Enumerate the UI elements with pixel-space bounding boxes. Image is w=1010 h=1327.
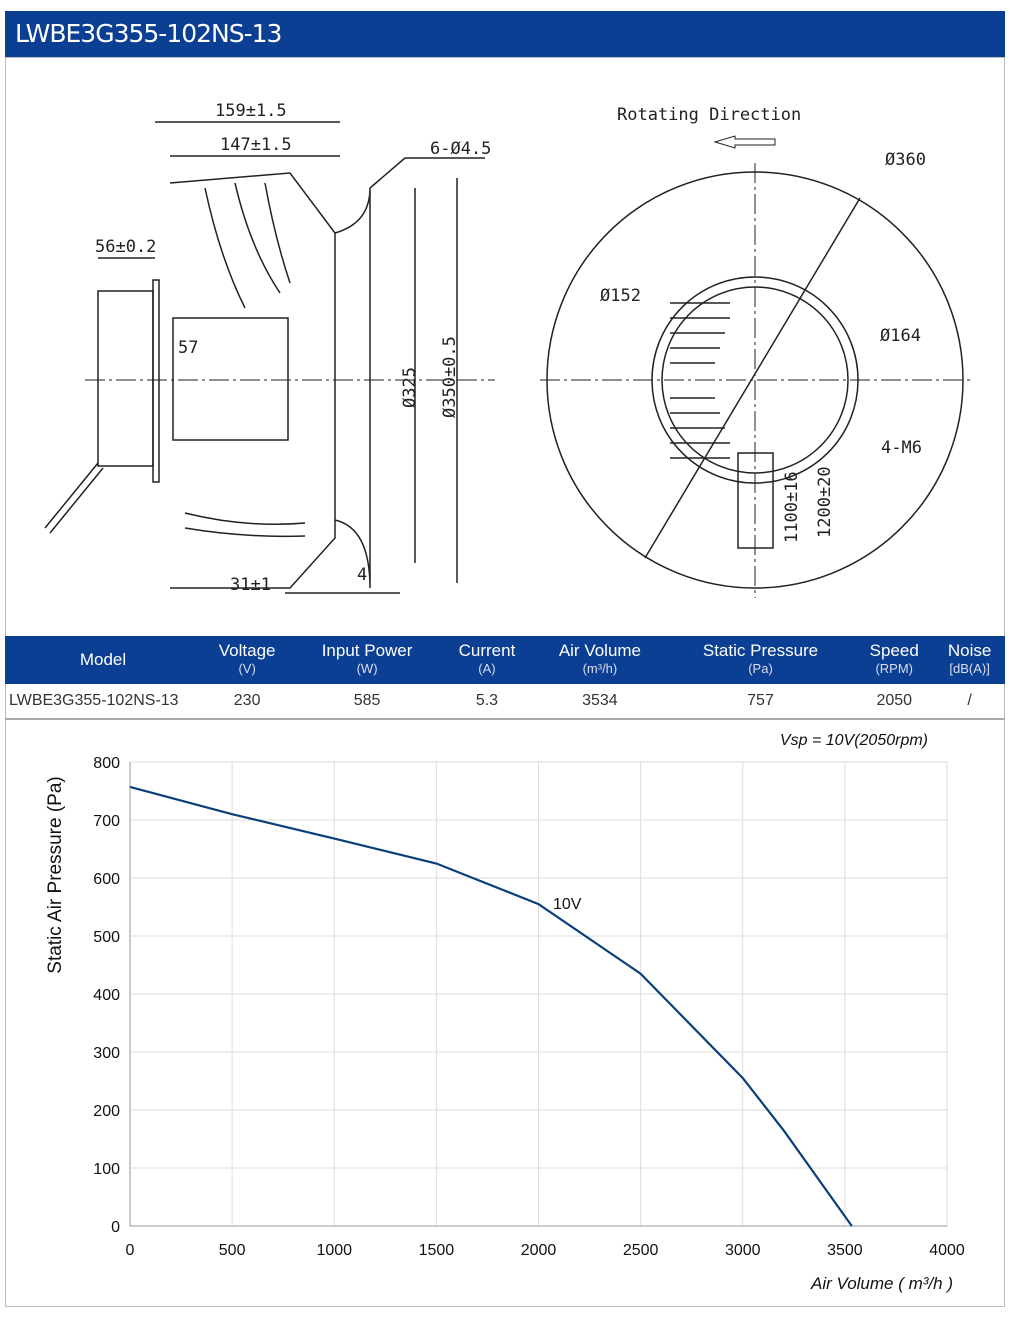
header-air-volume: Air Volume(m³/h): [533, 636, 667, 684]
dim-1100: 1100±16: [782, 471, 802, 543]
y-tick-label: 100: [93, 1161, 120, 1178]
y-tick-label: 400: [93, 987, 120, 1004]
page-title: LWBE3G355-102NS-13: [5, 11, 1005, 57]
performance-chart: 0 500 1000 1500 2000 2500 3000 3500 4000 0 100 200 3…: [45, 732, 965, 1293]
series-label-10v: 10V: [553, 896, 582, 913]
y-tick-label: 600: [93, 871, 120, 888]
y-tick-label: 200: [93, 1103, 120, 1120]
table-row: LWBE3G355-102NS-13 230 585 5.3 3534 757 …: [5, 684, 1005, 720]
cell-voltage: 230: [201, 684, 294, 720]
dim-325: Ø325: [400, 367, 420, 408]
x-tick-label: 3500: [827, 1242, 863, 1259]
header-speed: Speed(RPM): [854, 636, 935, 684]
y-tick-label: 300: [93, 1045, 120, 1062]
dim-159: 159±1.5: [215, 101, 287, 121]
table-header-row: Model Voltage(V) Input Power(W) Current(…: [5, 636, 1005, 684]
dim-56: 56±0.2: [95, 237, 156, 257]
dim-4: 4: [357, 565, 367, 585]
x-tick-label: 2500: [623, 1242, 659, 1259]
dim-31: 31±1: [230, 575, 271, 595]
spec-table: Model Voltage(V) Input Power(W) Current(…: [5, 636, 1005, 720]
chart-title: Vsp = 10V(2050rpm): [780, 732, 928, 749]
front-view: [540, 163, 970, 598]
header-noise: Noise[dB(A)]: [934, 636, 1005, 684]
cell-speed: 2050: [854, 684, 935, 720]
side-view: [44, 121, 495, 594]
x-tick-label: 4000: [929, 1242, 965, 1259]
dim-4-m6: 4-M6: [881, 438, 922, 458]
dim-360: Ø360: [885, 150, 926, 170]
dim-147: 147±1.5: [220, 135, 292, 155]
chart-grid: [129, 761, 948, 1227]
header-current: Current(A): [440, 636, 534, 684]
header-model: Model: [5, 636, 201, 684]
cell-noise: /: [934, 684, 1005, 720]
y-tick-label: 700: [93, 813, 120, 830]
cell-air-volume: 3534: [533, 684, 667, 720]
y-tick-label: 0: [111, 1219, 120, 1236]
cell-input-power: 585: [293, 684, 441, 720]
x-tick-label: 3000: [725, 1242, 761, 1259]
series-line-10v: [129, 785, 853, 1227]
technical-drawing: 159±1.5 147±1.5 6-Ø4.5 56±0.2 57 Ø325 Ø3…: [44, 101, 970, 598]
dim-57: 57: [178, 338, 198, 358]
dim-152: Ø152: [600, 286, 641, 306]
x-axis-label: Air Volume ( m³/h ): [810, 1274, 953, 1293]
cell-static-pressure: 757: [666, 684, 855, 720]
x-tick-label: 500: [219, 1242, 246, 1259]
dim-6-holes: 6-Ø4.5: [430, 139, 491, 159]
x-tick-label: 0: [126, 1242, 135, 1259]
dim-164: Ø164: [880, 326, 921, 346]
cell-current: 5.3: [440, 684, 534, 720]
dim-1200: 1200±20: [815, 466, 835, 538]
x-tick-label: 2000: [521, 1242, 557, 1259]
dim-350: Ø350±0.5: [440, 336, 460, 418]
rotating-direction-label: Rotating Direction: [617, 105, 801, 125]
rotation-arrow-icon: [713, 135, 776, 149]
y-axis-label: Static Air Pressure (Pa): [45, 776, 66, 973]
header-input-power: Input Power(W): [293, 636, 441, 684]
y-tick-label: 500: [93, 929, 120, 946]
x-tick-label: 1500: [419, 1242, 455, 1259]
header-voltage: Voltage(V): [201, 636, 294, 684]
x-tick-label: 1000: [316, 1242, 352, 1259]
header-static-pressure: Static Pressure(Pa): [666, 636, 855, 684]
cell-model: LWBE3G355-102NS-13: [5, 684, 201, 720]
y-tick-label: 800: [93, 755, 120, 772]
